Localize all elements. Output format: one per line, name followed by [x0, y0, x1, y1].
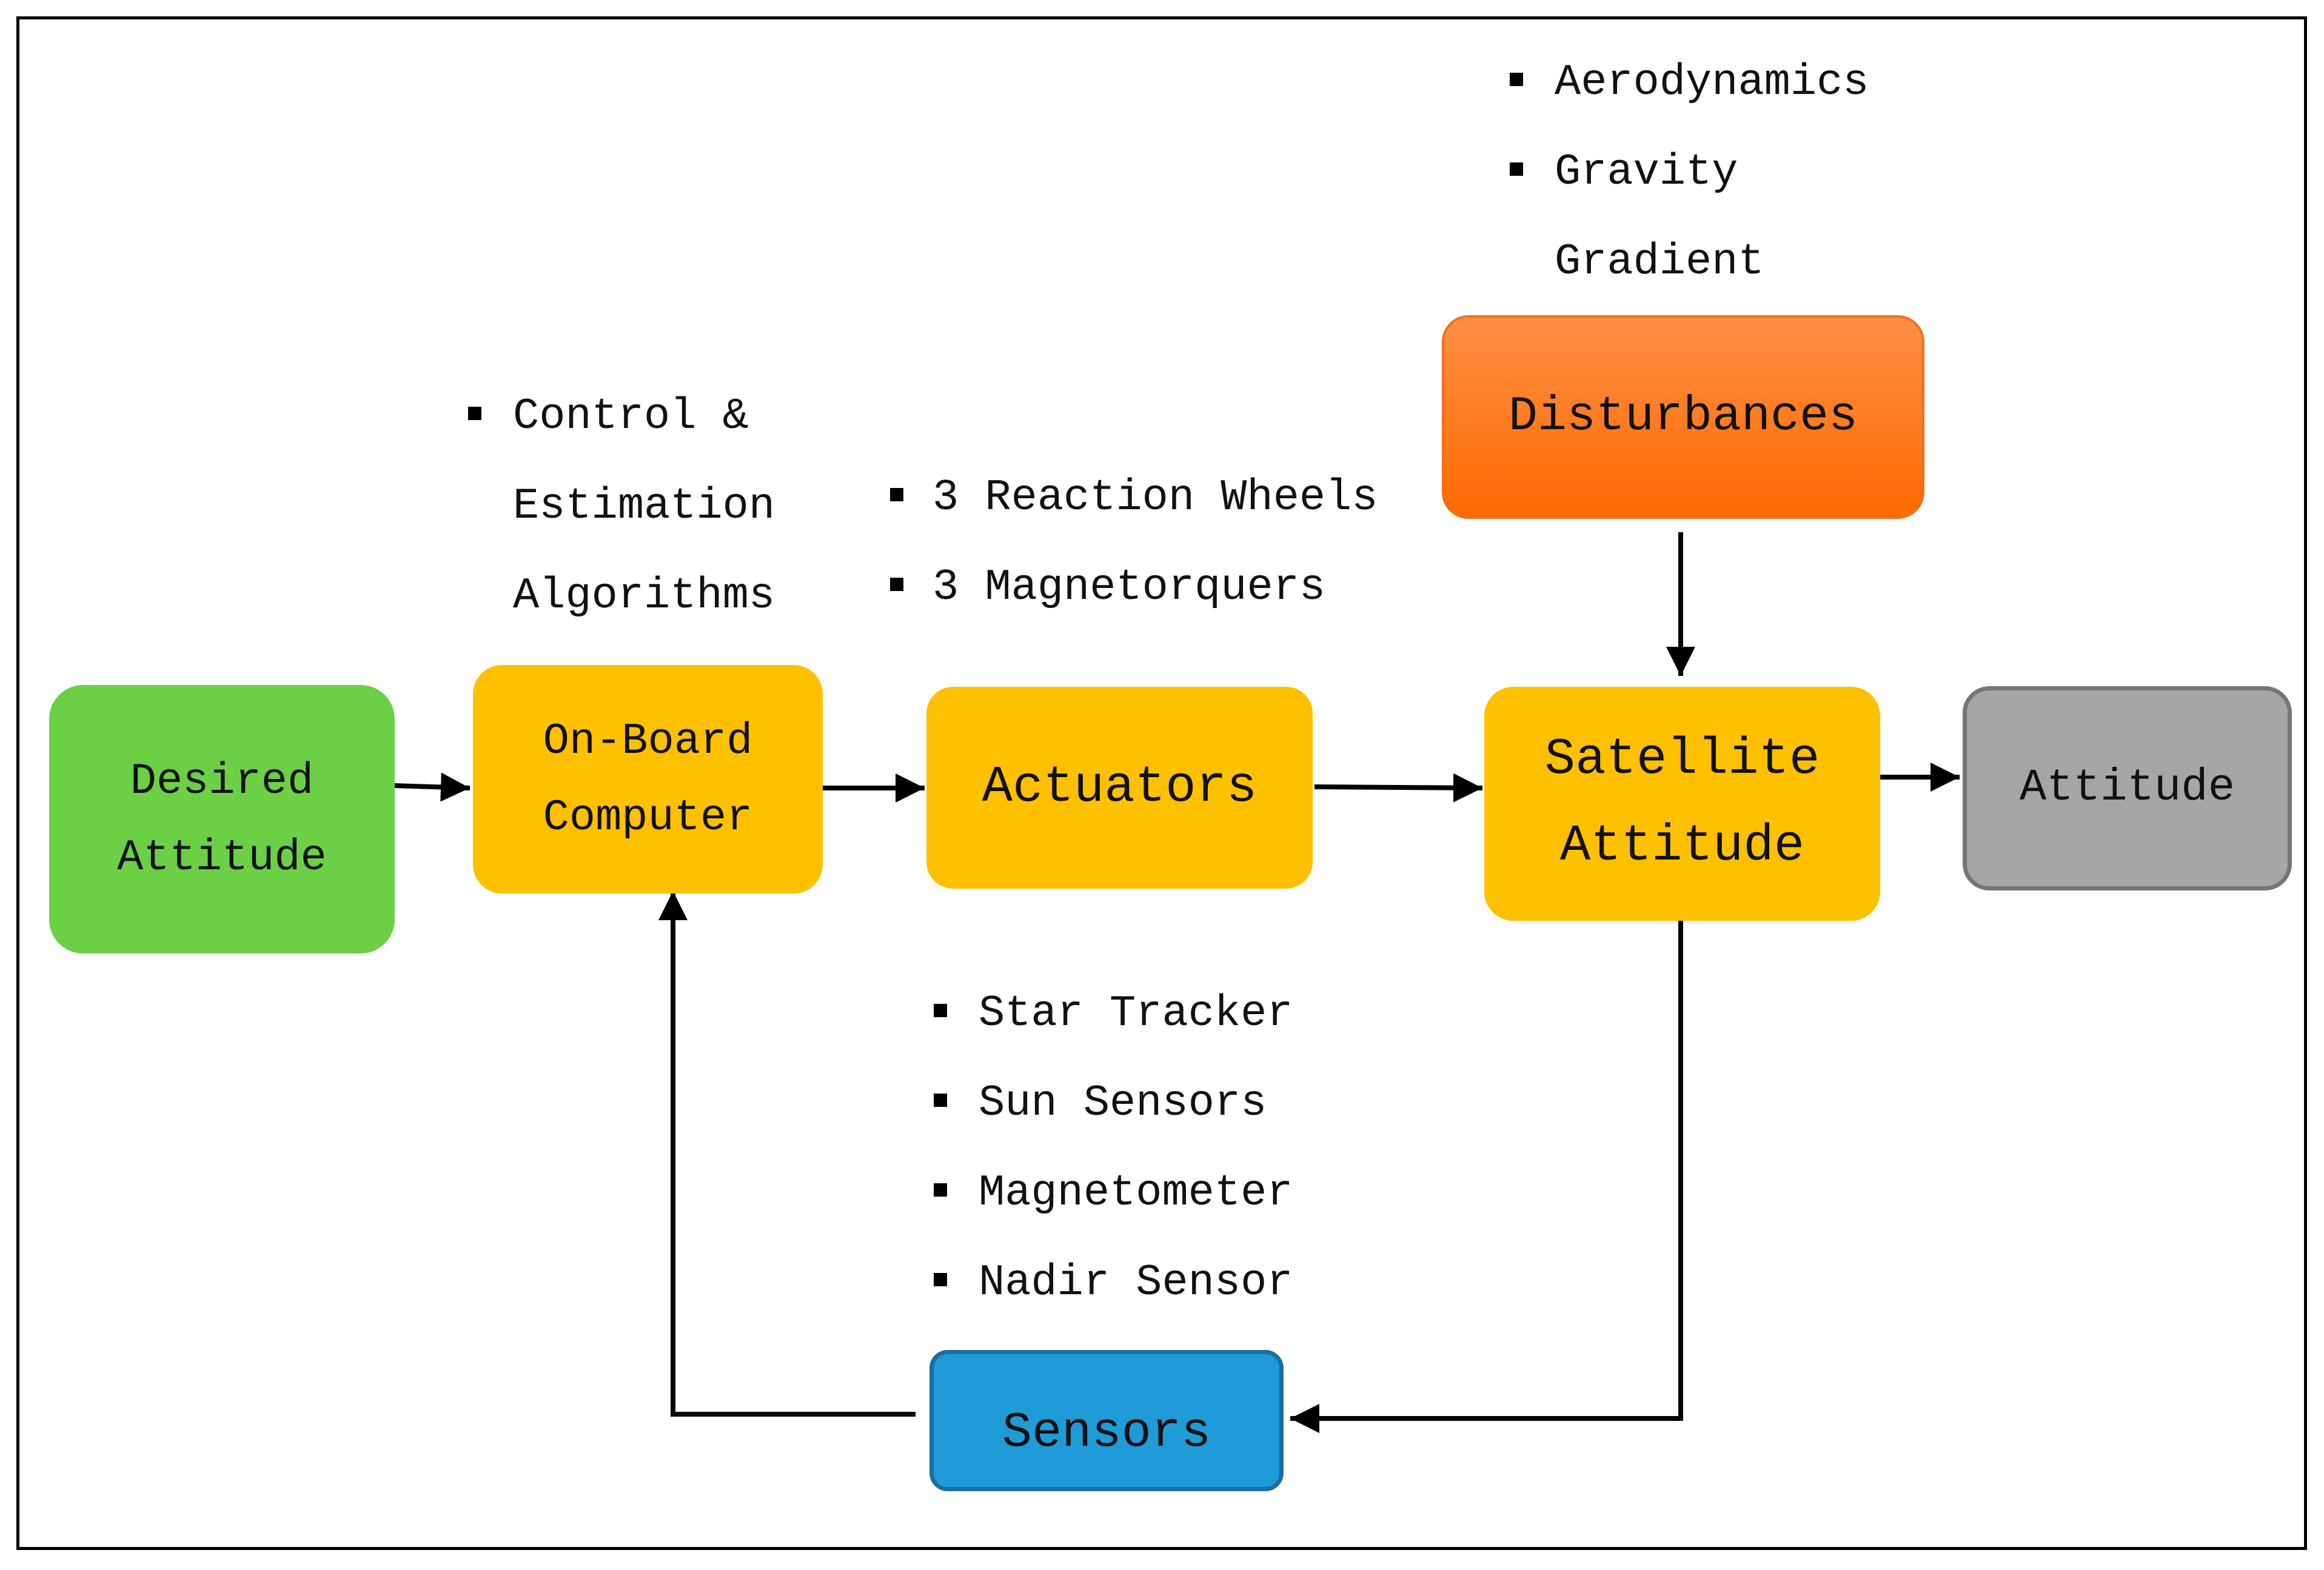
desired-attitude-line1: Desired — [130, 756, 314, 806]
disturbances-annotation-item: Aerodynamics — [1510, 38, 1869, 127]
sensors-annotation: Star Tracker Sun Sensors Magnetometer Na… — [934, 969, 1293, 1328]
satellite-line2: Attitude — [1559, 818, 1805, 875]
desired-attitude-node: Desired Attitude — [49, 685, 395, 954]
obc-line1: On-Board — [543, 716, 753, 766]
obc-annotation: Control & Estimation Algorithms — [468, 372, 775, 641]
obc-line2: Computer — [543, 792, 753, 843]
sensors-item2: Sun Sensors — [979, 1078, 1267, 1128]
disturbances-annotation: Aerodynamics Gravity Gradient — [1510, 38, 1869, 307]
sensors-node: Sensors — [929, 1350, 1284, 1491]
arrow-desired-to-obc — [393, 772, 470, 802]
satellite-line1: Satellite — [1544, 731, 1820, 789]
disturbances-node: Disturbances — [1442, 315, 1924, 519]
on-board-computer-node: On-Board Computer — [473, 665, 823, 894]
disturbances-item2-cont: Gradient — [1555, 237, 1764, 287]
attitude-label: Attitude — [2019, 762, 2235, 813]
arrow-satellite-to-sensors — [1290, 892, 1683, 1433]
actuators-label: Actuators — [982, 759, 1257, 817]
sensors-annotation-item: Sun Sensors — [934, 1058, 1293, 1148]
actuators-annotation-item: 3 Magnetorquers — [890, 543, 1378, 632]
sensors-item1: Star Tracker — [979, 989, 1293, 1038]
sensors-annotation-item: Magnetometer — [934, 1148, 1293, 1238]
attitude-output-node: Attitude — [1963, 686, 2292, 890]
disturbances-annotation-cont: Gradient — [1510, 217, 1869, 307]
diagram-frame — [16, 16, 2307, 1550]
actuators-node: Actuators — [926, 687, 1313, 889]
actuators-item2: 3 Magnetorquers — [933, 563, 1326, 612]
arrow-sensors-to-obc — [658, 891, 916, 1417]
sensors-item3: Magnetometer — [979, 1168, 1293, 1218]
disturbances-annotation-item: Gravity — [1510, 127, 1869, 217]
obc-annotation-line1: Control & — [513, 392, 749, 441]
desired-attitude-line2: Attitude — [117, 832, 327, 883]
obc-annotation-item: Control & — [468, 372, 775, 461]
sensors-label: Sensors — [1002, 1404, 1211, 1461]
arrow-actuators-to-satellite — [1314, 773, 1483, 803]
disturbances-item1: Aerodynamics — [1555, 58, 1869, 107]
obc-annotation-cont: Estimation — [468, 461, 775, 551]
sensors-annotation-item: Nadir Sensor — [934, 1238, 1293, 1328]
actuators-item1: 3 Reaction Wheels — [933, 473, 1378, 523]
obc-annotation-line3: Algorithms — [513, 571, 775, 621]
actuators-annotation: 3 Reaction Wheels 3 Magnetorquers — [890, 453, 1378, 632]
sensors-item4: Nadir Sensor — [979, 1258, 1293, 1308]
sensors-annotation-item: Star Tracker — [934, 969, 1293, 1058]
actuators-annotation-item: 3 Reaction Wheels — [890, 453, 1378, 543]
obc-annotation-line2: Estimation — [513, 481, 775, 531]
satellite-attitude-node: Satellite Attitude — [1484, 687, 1880, 921]
obc-annotation-cont: Algorithms — [468, 551, 775, 641]
disturbances-item2: Gravity — [1555, 147, 1738, 197]
disturbances-label: Disturbances — [1508, 389, 1858, 444]
